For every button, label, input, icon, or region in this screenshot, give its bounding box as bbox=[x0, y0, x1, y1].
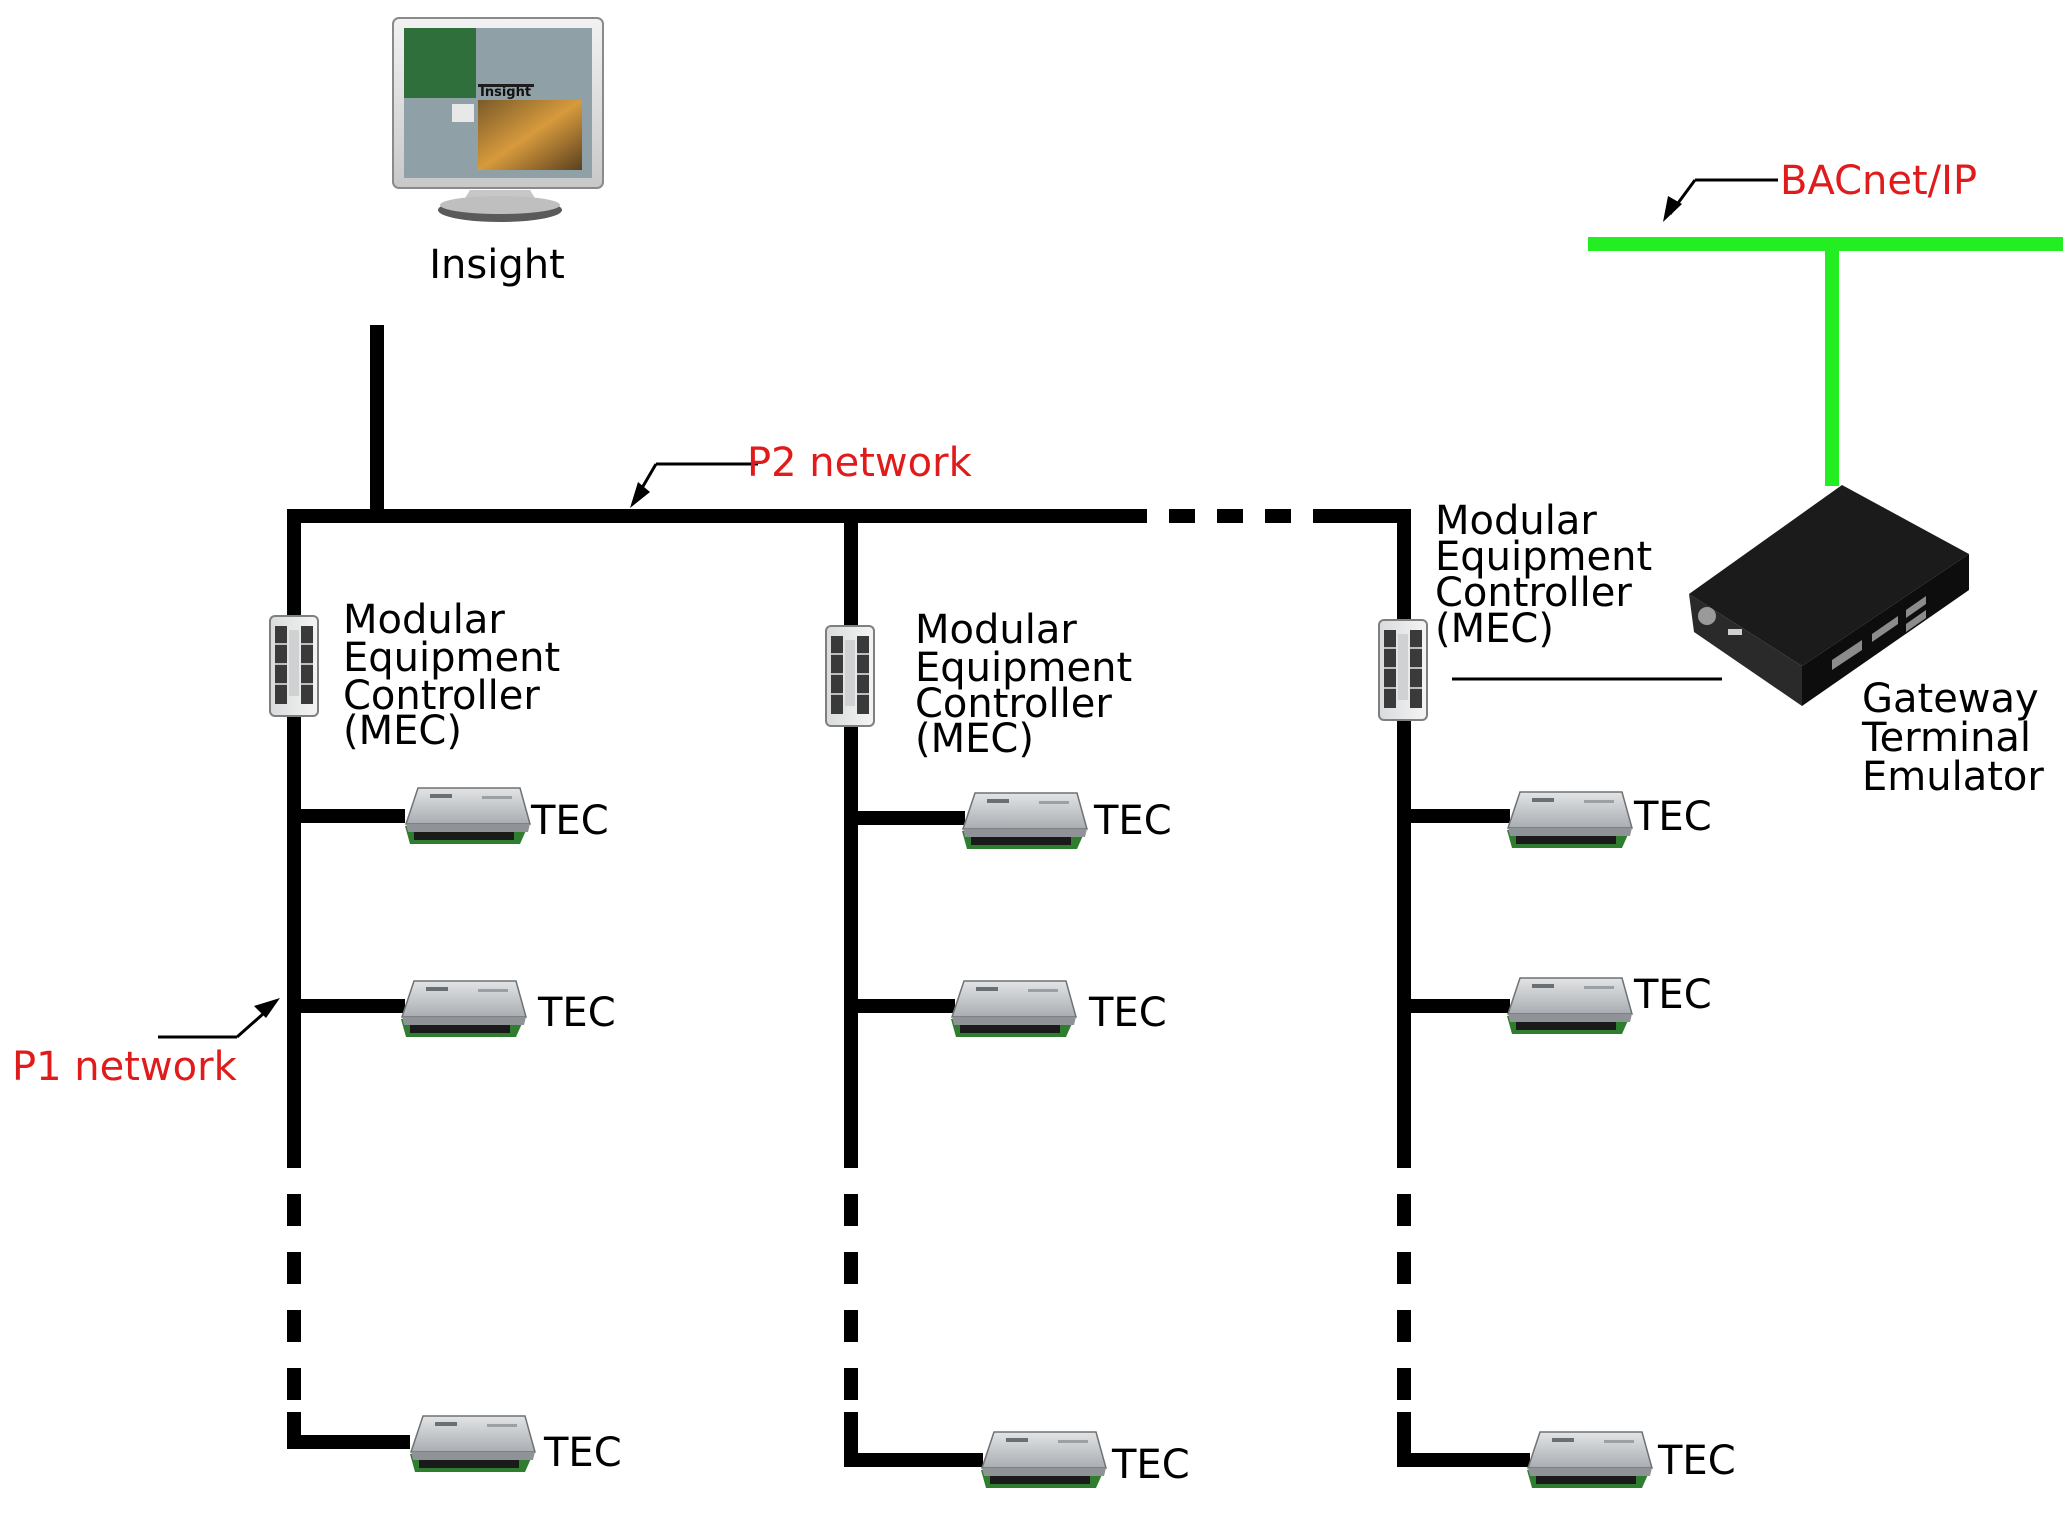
terminal-controller-icon bbox=[1506, 977, 1633, 1035]
tec-2-2: TEC bbox=[950, 980, 1167, 1038]
controller-icon bbox=[825, 625, 875, 727]
gateway-terminal-emulator: Gateway Terminal Emulator bbox=[1689, 485, 2051, 800]
tec-3-2: TEC bbox=[1506, 972, 1712, 1035]
p1-network-bus-1 bbox=[287, 509, 410, 1449]
tec-label: TEC bbox=[1633, 794, 1712, 840]
terminal-controller-icon bbox=[980, 1431, 1107, 1489]
mec-3: Modular Equipment Controller (MEC) bbox=[1378, 498, 1665, 721]
p2-network-callout: P2 network bbox=[630, 440, 973, 508]
p1-network-callout: P1 network bbox=[12, 998, 280, 1090]
bacnet-ip-bus bbox=[1588, 237, 2063, 486]
tec-1-2: TEC bbox=[400, 980, 616, 1038]
terminal-controller-icon bbox=[1506, 791, 1633, 849]
insight-workstation: Insight Insight bbox=[392, 17, 604, 288]
arrow-icon bbox=[1663, 196, 1682, 222]
arrow-icon bbox=[630, 482, 650, 508]
screen-title: Insight bbox=[480, 85, 531, 100]
tec-2-1: TEC bbox=[961, 792, 1172, 850]
p1-network-bus-3 bbox=[1397, 716, 1530, 1467]
terminal-controller-icon bbox=[400, 980, 527, 1038]
tec-1-1: TEC bbox=[404, 787, 609, 845]
tec-label: TEC bbox=[1111, 1442, 1190, 1488]
tec-label: TEC bbox=[543, 1430, 622, 1476]
controller-icon bbox=[269, 615, 319, 717]
tec-2-3: TEC bbox=[980, 1431, 1190, 1489]
terminal-controller-icon bbox=[1526, 1431, 1653, 1489]
mec-label: Modular Equipment Controller (MEC) bbox=[1435, 498, 1665, 652]
tec-label: TEC bbox=[1657, 1438, 1736, 1484]
terminal-controller-icon bbox=[961, 792, 1088, 850]
controller-icon bbox=[1378, 619, 1428, 721]
p2-network-bus bbox=[288, 325, 1411, 622]
gateway-label: Gateway Terminal Emulator bbox=[1861, 676, 2051, 800]
tec-1-3: TEC bbox=[409, 1415, 622, 1476]
tec-label: TEC bbox=[1633, 972, 1712, 1018]
tec-3-1: TEC bbox=[1506, 791, 1712, 849]
p1-network-label: P1 network bbox=[12, 1044, 238, 1090]
tec-label: TEC bbox=[1088, 990, 1167, 1036]
arrow-icon bbox=[254, 998, 280, 1018]
monitor-icon: Insight bbox=[392, 17, 604, 222]
tec-3-3: TEC bbox=[1526, 1431, 1736, 1489]
tec-label: TEC bbox=[1093, 798, 1172, 844]
p1-network-bus-2 bbox=[844, 509, 983, 1467]
gateway-icon bbox=[1689, 485, 1969, 706]
mec-1: Modular Equipment Controller (MEC) bbox=[269, 597, 573, 754]
terminal-controller-icon bbox=[950, 980, 1077, 1038]
terminal-controller-icon bbox=[404, 787, 531, 845]
tec-label: TEC bbox=[537, 990, 616, 1036]
tec-label: TEC bbox=[530, 798, 609, 844]
insight-label: Insight bbox=[429, 242, 565, 288]
mec-label: Modular Equipment Controller (MEC) bbox=[343, 597, 573, 754]
bacnet-ip-label: BACnet/IP bbox=[1780, 158, 1977, 204]
mec-2: Modular Equipment Controller (MEC) bbox=[825, 607, 1145, 762]
p2-network-label: P2 network bbox=[747, 440, 973, 486]
terminal-controller-icon bbox=[409, 1415, 536, 1473]
mec-label: Modular Equipment Controller (MEC) bbox=[915, 607, 1145, 762]
bacnet-callout: BACnet/IP bbox=[1663, 158, 1977, 222]
